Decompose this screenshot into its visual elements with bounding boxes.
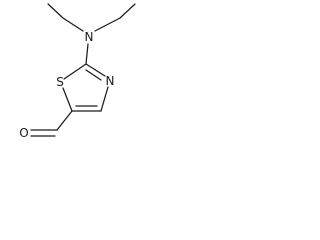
bond-n3-c4	[100, 86, 109, 112]
ring-nitrogen-label: N	[106, 74, 115, 88]
amine-nitrogen-label: N	[85, 30, 94, 44]
chemical-structure-diagram: N N S O	[19, 3, 136, 140]
bond-c2-n3	[85, 63, 106, 77]
bond-ethyl1-n-ch2	[62, 17, 84, 32]
bond-ethyl1-ch2-ch3	[47, 3, 64, 19]
bond-ethyl2-ch2-ch3	[119, 3, 136, 19]
oxygen-label: O	[19, 126, 28, 140]
bond-c5-s1	[62, 87, 73, 112]
bond-c5-cho	[56, 110, 73, 131]
bond-c2-s1	[63, 63, 87, 80]
bond-c2-n3-double	[85, 69, 102, 81]
bond-ethyl2-n-ch2	[94, 17, 121, 32]
bond-n-c2	[85, 43, 89, 65]
sulfur-label: S	[56, 75, 64, 89]
